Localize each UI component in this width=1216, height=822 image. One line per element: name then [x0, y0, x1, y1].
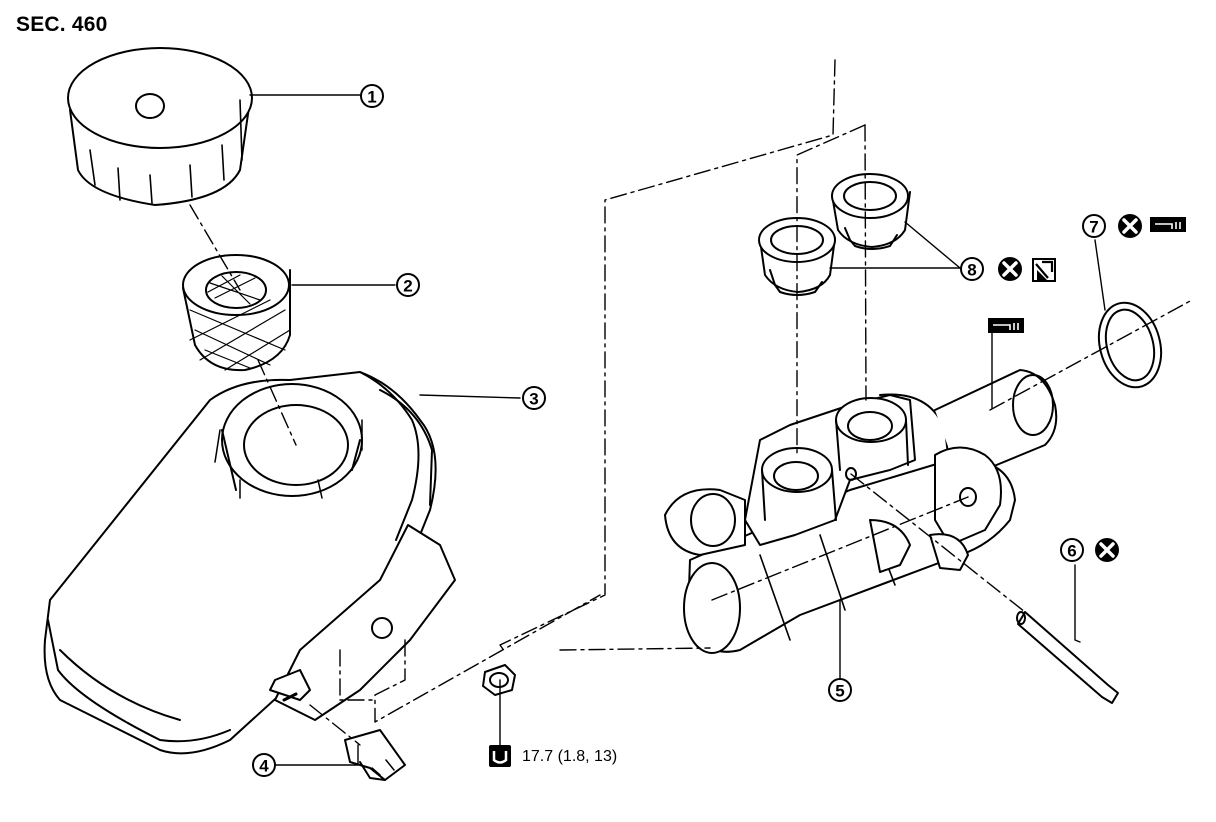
callout-3-label: 3 — [529, 390, 538, 409]
callout-3-circle — [522, 386, 546, 410]
torque-wrench-icon — [489, 745, 511, 767]
assembly-lines — [189, 59, 1193, 746]
grease-icon — [988, 318, 1024, 333]
callout-1-circle — [360, 84, 384, 108]
callout-5-circle — [828, 678, 852, 702]
callout-4-circle — [252, 753, 276, 777]
reservoir-cap — [67, 47, 253, 206]
callout-6-label: 6 — [1067, 542, 1076, 561]
callout-8-circle — [960, 257, 984, 281]
callout-7-circle — [1082, 214, 1106, 238]
pin — [1016, 611, 1119, 704]
master-cylinder — [664, 369, 1058, 654]
section-label: SEC. 460 — [16, 13, 108, 36]
callout-7-label: 7 — [1089, 218, 1098, 237]
leader-lines — [249, 94, 1106, 766]
grease-icon — [1150, 217, 1186, 232]
callout-5-label: 5 — [835, 682, 844, 701]
o-ring — [1097, 301, 1163, 389]
callout-4-label: 4 — [259, 757, 269, 776]
callout-6-circle — [1060, 538, 1084, 562]
do-not-reuse-icon — [1118, 214, 1142, 238]
callout-8-label: 8 — [967, 261, 976, 280]
do-not-reuse-icon — [1095, 538, 1119, 562]
torque-spec: 17.7 (1.8, 13) — [522, 748, 617, 765]
callout-2-circle — [396, 273, 420, 297]
brake-fluid-icon — [1032, 258, 1056, 282]
grommets — [758, 173, 911, 296]
reservoir-tank — [43, 371, 456, 755]
callout-1-label: 1 — [367, 88, 376, 107]
callout-2-label: 2 — [403, 277, 412, 296]
clip — [344, 729, 406, 781]
do-not-reuse-icon — [998, 257, 1022, 281]
bolt — [482, 664, 516, 696]
strainer — [182, 254, 291, 372]
